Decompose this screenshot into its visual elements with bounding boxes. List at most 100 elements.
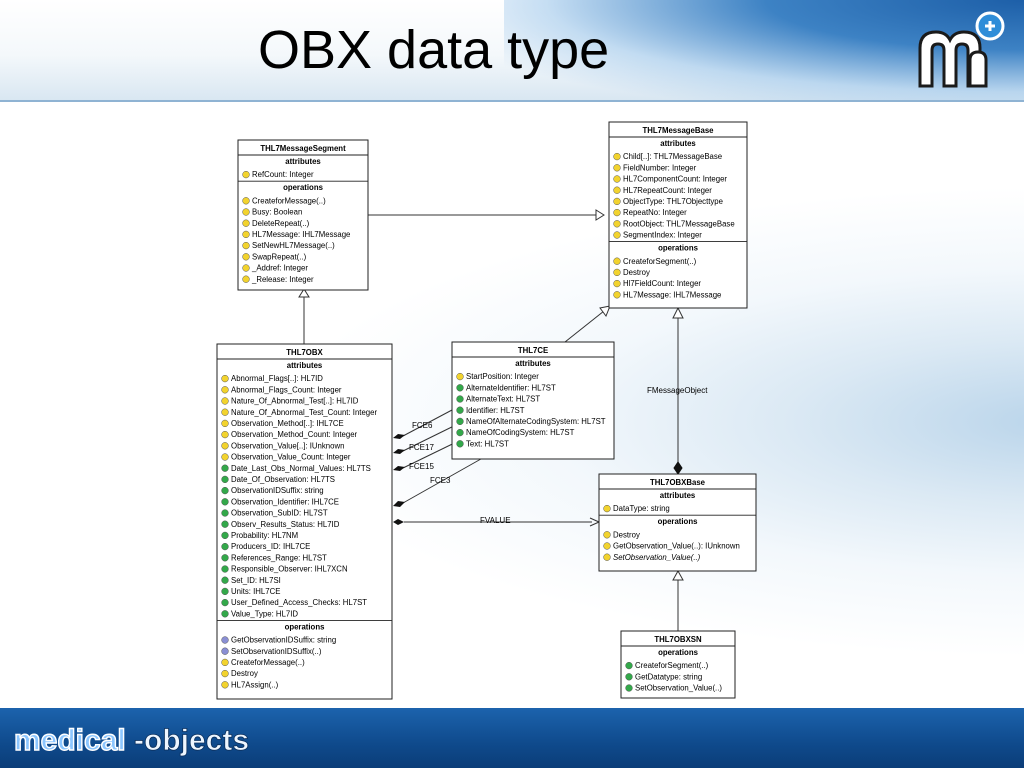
attribute-text: Identifier: HL7ST	[466, 406, 525, 415]
aggregation-diamond-fce6	[393, 434, 405, 439]
operation-text: GetObservationIDSuffix: string	[231, 636, 336, 645]
operation-text: HL7Assign(..)	[231, 680, 279, 689]
operation-text: Busy: Boolean	[252, 208, 302, 217]
aggregation-diamond-obxbase	[673, 461, 683, 475]
operation-text: _Addref: Integer	[251, 264, 308, 273]
attribute-text: Child[..]: THL7MessageBase	[623, 152, 722, 161]
attribute-text: RepeatNo: Integer	[623, 208, 687, 217]
attribute-text: User_Defined_Access_Checks: HL7ST	[231, 598, 367, 607]
operation-text: CreateforSegment(..)	[623, 257, 697, 266]
operation-text: CreateforMessage(..)	[231, 658, 305, 667]
attribute-text: References_Range: HL7ST	[231, 553, 327, 562]
operation-visibility-icon	[603, 542, 611, 550]
slide-header	[0, 0, 1024, 102]
attribute-visibility-icon	[221, 542, 229, 551]
operation-visibility-icon	[613, 268, 621, 277]
association-fce6-line	[402, 409, 453, 437]
attribute-text: SegmentIndex: Integer	[623, 231, 702, 240]
association-lines	[298, 209, 684, 631]
compartment-header: operations	[283, 183, 324, 192]
operation-visibility-icon	[625, 661, 633, 670]
class-name: THL7MessageBase	[642, 126, 714, 135]
aggregation-diamond-fvalue	[393, 519, 404, 525]
attribute-visibility-icon	[221, 386, 229, 394]
operation-text: _Release: Integer	[251, 275, 314, 284]
operation-text: HL7Message: IHL7Message	[252, 230, 350, 239]
operation-visibility-icon	[613, 279, 621, 288]
compartment-header: attributes	[660, 491, 696, 500]
operation-visibility-icon	[242, 197, 250, 205]
attribute-text: DataType: string	[613, 504, 670, 513]
attribute-visibility-icon	[221, 397, 229, 405]
operation-visibility-icon	[242, 208, 250, 216]
attribute-text: Value_Type: HL7ID	[231, 609, 298, 618]
connector-labels: FCE6 FCE17 FCE15 FCE3 FVALUE FMessageObj…	[409, 386, 708, 525]
attribute-text: Probability: HL7NM	[231, 531, 298, 540]
attribute-text: Nature_Of_Abnormal_Test_Count: Integer	[231, 408, 377, 417]
operation-visibility-icon	[221, 669, 229, 678]
attribute-text: NameOfAlternateCodingSystem: HL7ST	[466, 417, 606, 426]
medical-objects-m-logo-icon	[918, 11, 1005, 88]
operation-visibility-icon	[242, 275, 250, 283]
connector-label-fvalue: FVALUE	[480, 516, 511, 525]
operation-visibility-icon	[242, 230, 250, 239]
operation-text: SetNewHL7Message(..)	[252, 241, 335, 250]
attribute-visibility-icon	[221, 453, 229, 461]
operation-text: CreateforSegment(..)	[635, 661, 709, 670]
attribute-visibility-icon	[613, 220, 621, 228]
class-name: THL7MessageSegment	[260, 144, 346, 153]
attribute-text: Date_Last_Obs_Normal_Values: HL7TS	[231, 464, 371, 473]
connector-label-fce17: FCE17	[409, 443, 434, 452]
compartment-header: operations	[658, 517, 699, 526]
footer-brand-right: -objects	[134, 724, 249, 757]
attribute-text: Observ_Results_Status: HL7ID	[231, 520, 340, 529]
connector-label-fce15: FCE15	[409, 462, 434, 471]
attribute-text: Abnormal_Flags_Count: Integer	[231, 385, 342, 394]
attribute-visibility-icon	[221, 498, 229, 506]
attribute-text: Units: IHL7CE	[231, 587, 280, 596]
attribute-text: ObservationIDSuffix: string	[231, 486, 324, 495]
compartment-header: attributes	[515, 359, 551, 368]
operation-text: GetObservation_Value(..): IUnknown	[613, 542, 740, 551]
connector-label-fce3: FCE3	[430, 476, 451, 485]
attribute-text: AlternateText: HL7ST	[466, 395, 540, 404]
class-name: THL7OBXBase	[650, 478, 706, 487]
attribute-text: Observation_Identifier: IHL7CE	[231, 497, 339, 506]
generalization-arrowhead-msgbase-left	[595, 209, 605, 221]
attribute-text: RefCount: Integer	[252, 170, 314, 179]
attribute-text: Nature_Of_Abnormal_Test[..]: HL7ID	[231, 397, 359, 406]
attribute-visibility-icon	[613, 152, 621, 161]
attribute-text: Observation_Method_Count: Integer	[231, 430, 358, 439]
slide-footer	[0, 708, 1024, 768]
operation-text: HL7Message: IHL7Message	[623, 290, 721, 299]
class-box-obxsn[interactable]: THL7OBXSNoperationsCreateforSegment(..)G…	[620, 630, 736, 699]
attribute-visibility-icon	[221, 464, 229, 472]
class-box-frame	[608, 121, 748, 309]
operation-visibility-icon	[613, 257, 621, 265]
attribute-text: RootObject: THL7MessageBase	[623, 219, 735, 228]
attribute-visibility-icon	[613, 164, 621, 172]
generalization-arrowhead-segment	[298, 288, 310, 298]
attribute-text: FieldNumber: Integer	[623, 163, 697, 172]
attribute-text: Abnormal_Flags[..]: HL7ID	[231, 374, 323, 383]
attribute-visibility-icon	[221, 554, 229, 562]
attribute-text: ObjectType: THL7Objecttype	[623, 197, 723, 206]
slide-title: OBX data type	[258, 20, 610, 80]
attribute-visibility-icon	[221, 587, 229, 596]
attribute-visibility-icon	[221, 576, 229, 584]
operation-text: SetObservation_Value(..)	[613, 553, 701, 562]
operation-visibility-icon	[221, 681, 229, 689]
aggregation-diamond-fce3	[393, 501, 405, 507]
attribute-text: Observation_Value[..]: IUnknown	[231, 441, 344, 450]
operation-visibility-icon	[242, 241, 250, 250]
class-box-frame	[598, 473, 757, 572]
connector-label-fmessageobject: FMessageObject	[647, 386, 708, 395]
compartment-header: operations	[285, 622, 326, 631]
compartment-header: attributes	[285, 157, 321, 166]
